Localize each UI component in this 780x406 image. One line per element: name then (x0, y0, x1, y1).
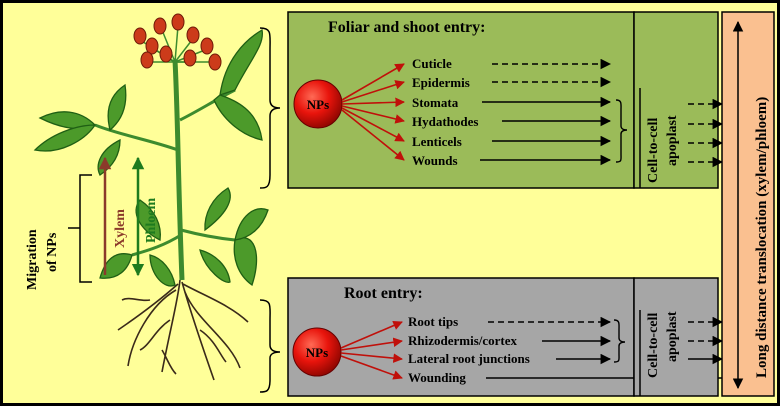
foliar-brace (259, 27, 281, 189)
foliar-apoplast-arrows (688, 98, 724, 168)
xylem-label: Xylem (113, 209, 128, 248)
root-np-label: NPs (306, 345, 328, 360)
root-np-arrows (340, 320, 403, 380)
foliar-route-stomata: Stomata (412, 95, 459, 110)
root-apoplast-arrows (688, 316, 724, 365)
root-route-brace (613, 319, 626, 363)
migration-label-line2: of NPs (45, 232, 60, 272)
foliar-apoplast-box (633, 11, 719, 189)
migration-label-line1: Migration (25, 229, 40, 290)
long-distance-panel (721, 11, 775, 397)
foliar-np-label: NPs (307, 97, 329, 112)
foliar-np-arrows (341, 63, 405, 161)
foliar-apoplast-line1: Cell-to-cell (646, 118, 661, 183)
long-distance-label: Long distance translocation (xylem/phloe… (754, 97, 770, 378)
root-title: Root entry: (344, 285, 423, 302)
root-route-tips: Root tips (408, 314, 458, 329)
root-apoplast-box (633, 277, 719, 397)
foliar-route-hydathodes: Hydathodes (412, 114, 478, 129)
foliar-title: Foliar and shoot entry: (328, 19, 485, 36)
foliar-route-cuticle: Cuticle (412, 56, 452, 71)
foliar-route-epidermis: Epidermis (412, 75, 470, 90)
plant-berries (133, 13, 222, 71)
root-route-rhizodermis: Rhizodermis/cortex (408, 333, 518, 348)
root-apoplast-line2: apoplast (665, 311, 680, 362)
plant-stem (172, 59, 185, 281)
phloem-label: Phloem (144, 198, 159, 243)
foliar-route-brace (615, 99, 628, 163)
foliar-route-arrows (480, 58, 612, 166)
plant-leaves (33, 28, 269, 287)
plant-illustration (33, 13, 269, 381)
root-apoplast-line1: Cell-to-cell (646, 313, 661, 378)
root-route-lateral: Lateral root junctions (408, 351, 530, 366)
root-brace (259, 299, 281, 393)
foliar-route-wounds: Wounds (412, 153, 458, 168)
root-np-ball (292, 327, 342, 377)
root-route-wounding: Wounding (408, 370, 466, 385)
plant-roots (117, 279, 249, 381)
foliar-route-lenticels: Lenticels (412, 134, 462, 149)
foliar-apoplast-line2: apoplast (665, 115, 680, 166)
